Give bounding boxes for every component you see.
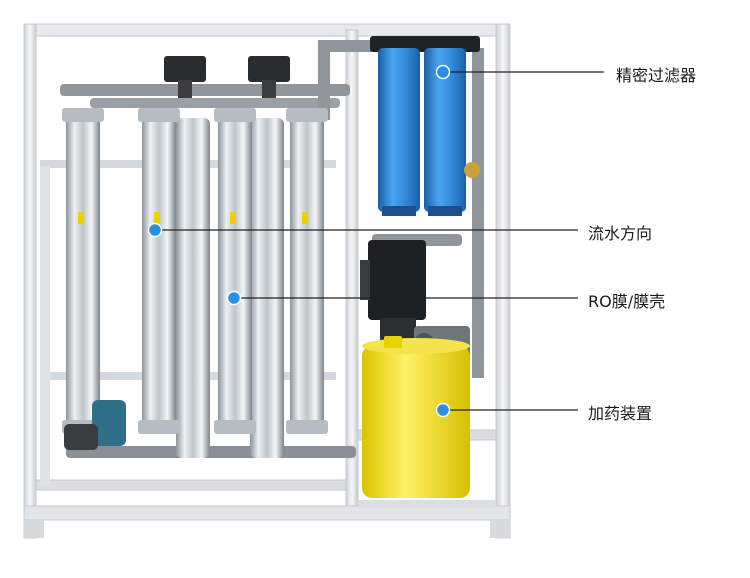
rear-membrane-housings: [176, 118, 284, 458]
marker-dosing-device: [435, 402, 451, 418]
callouts: [147, 64, 604, 418]
label-ro-membrane: RO膜/膜壳: [588, 292, 666, 311]
label-flow-direction: 流水方向: [588, 224, 653, 243]
marker-precision-filter: [435, 64, 451, 80]
marker-flow-direction: [147, 222, 163, 238]
ro-membrane-housings: [62, 108, 328, 434]
label-dosing-device: 加药装置: [588, 404, 653, 423]
booster-pump: [64, 400, 126, 450]
dosing-device: [362, 326, 470, 498]
marker-ro-membrane: [226, 290, 242, 306]
precision-filters: [370, 36, 480, 216]
piping: [40, 40, 484, 486]
control-valves: [164, 56, 290, 98]
high-pressure-pump: [360, 240, 426, 340]
label-precision-filter: 精密过滤器: [616, 66, 697, 85]
